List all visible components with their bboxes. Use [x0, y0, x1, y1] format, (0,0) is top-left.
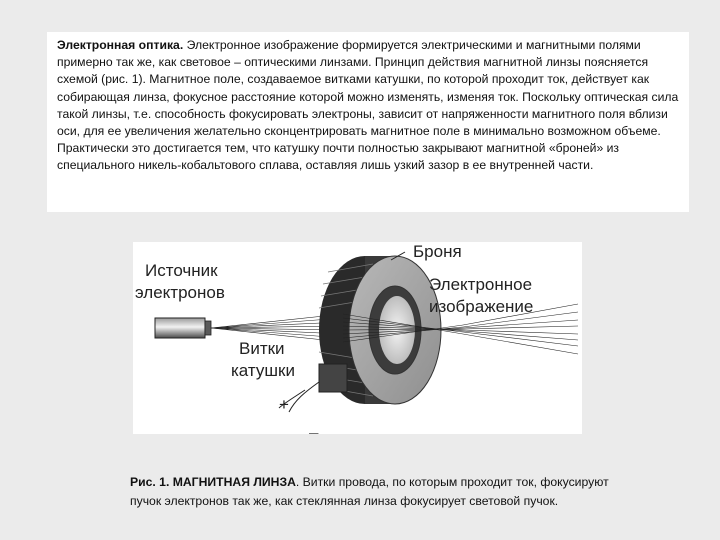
label-armor: Броня [413, 242, 462, 261]
label-image-line2: изображение [429, 297, 533, 316]
article-body: Электронное изображение формируется элек… [57, 38, 679, 173]
magnetic-lens-figure: Источник электронов Броня Электронное из… [133, 242, 582, 434]
label-plus: + [279, 395, 289, 414]
label-minus: – [309, 423, 319, 434]
figure-caption: Рис. 1. МАГНИТНАЯ ЛИНЗА. Витки провода, … [130, 473, 630, 510]
electron-source-gun [154, 317, 212, 339]
label-turns-line2: катушки [231, 361, 295, 380]
label-source-line1: Источник [145, 261, 218, 280]
label-image-line1: Электронное [429, 275, 532, 294]
label-source-line2: электронов [135, 283, 225, 302]
article-text-panel: Электронная оптика. Электронное изображе… [47, 32, 689, 212]
article-heading: Электронная оптика. [57, 38, 184, 52]
electron-beam-incoming [210, 313, 344, 343]
electron-beam-outgoing [342, 303, 579, 355]
caption-text: . Витки провода, по которым проходит ток… [130, 475, 609, 508]
coil-armor [318, 255, 442, 405]
leader-lines [278, 251, 406, 413]
label-turns-line1: Витки [239, 339, 285, 358]
caption-title: Рис. 1. МАГНИТНАЯ ЛИНЗА [130, 475, 296, 489]
magnetic-lens-diagram: Источник электронов Броня Электронное из… [135, 242, 579, 434]
